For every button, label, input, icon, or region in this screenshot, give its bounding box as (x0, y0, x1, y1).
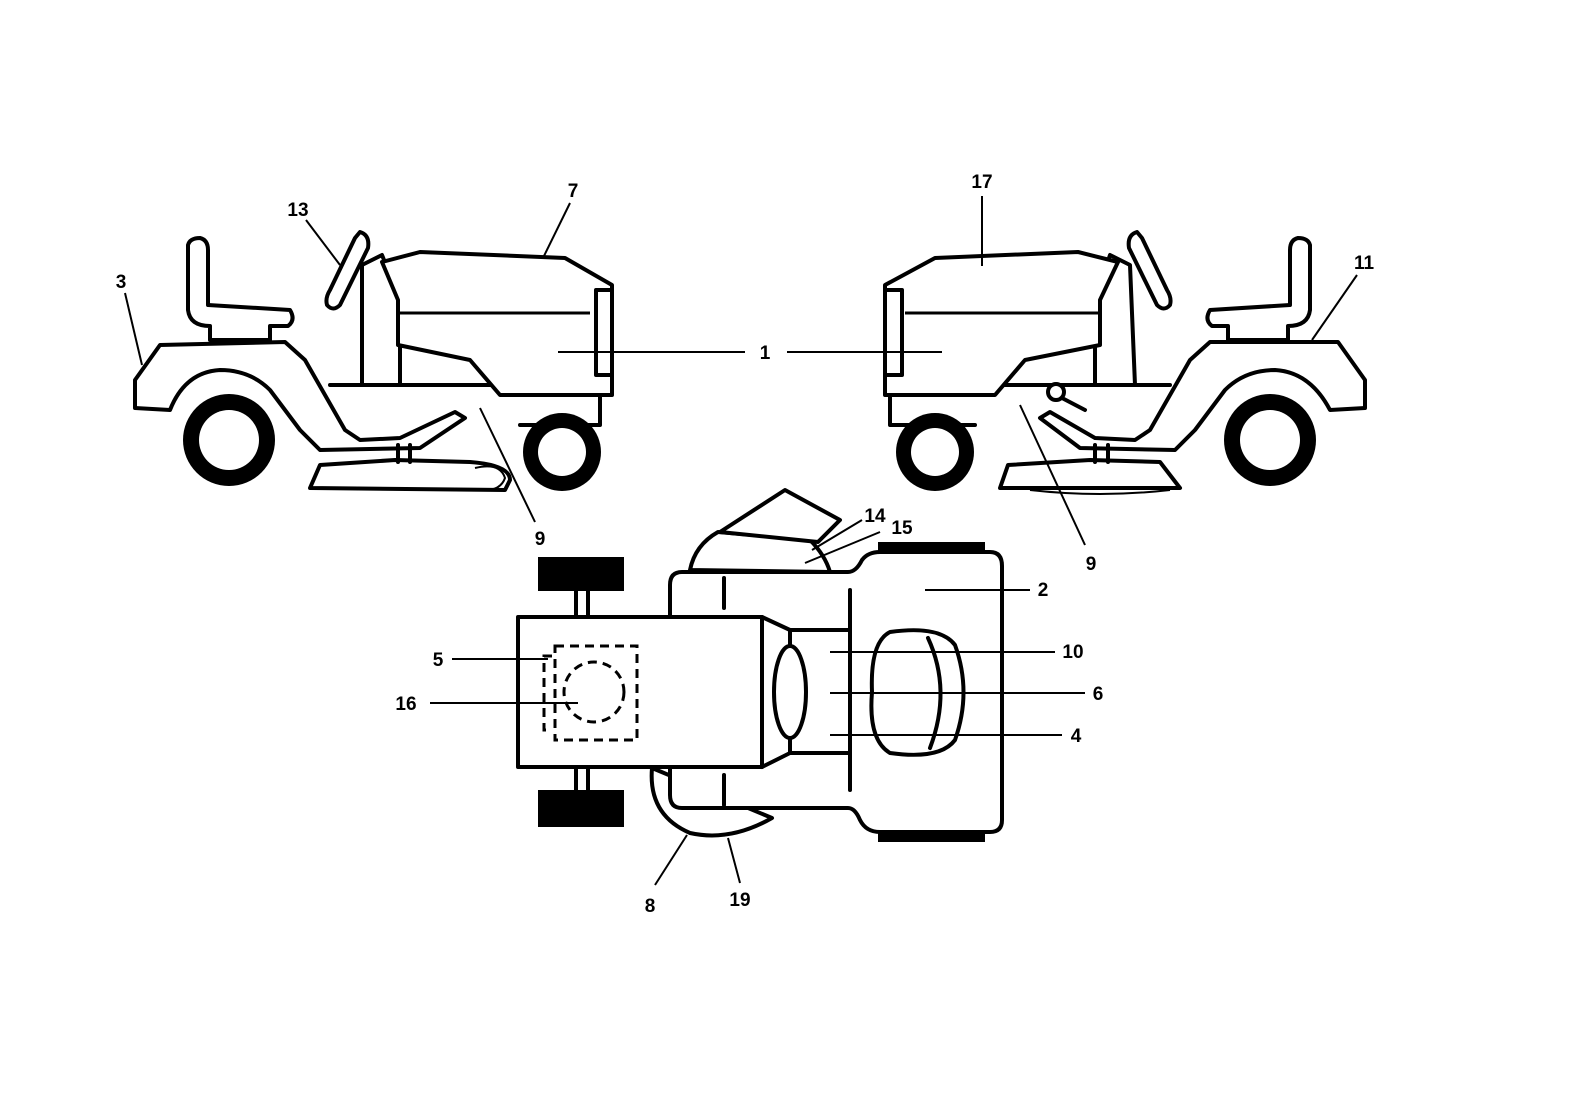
right-lift-lever (1060, 396, 1087, 412)
callout-6: 6 (1093, 684, 1104, 705)
top-column-bars (788, 628, 852, 755)
leader-lines (124, 196, 1358, 886)
right-deck-discharge (1029, 489, 1171, 495)
callout-labels: 1 2 3 4 5 6 7 8 9 9 10 11 13 14 15 16 17… (116, 172, 1375, 917)
top-front-axle (574, 589, 590, 792)
left-grille (594, 288, 614, 377)
top-engine-outline (553, 644, 639, 742)
left-rear-fender (133, 340, 467, 452)
leader-15 (804, 531, 881, 564)
callout-1: 1 (760, 343, 771, 364)
right-rear-fender (1038, 340, 1367, 452)
leader-7 (542, 202, 571, 259)
callout-4: 4 (1071, 726, 1082, 747)
leader-14 (811, 519, 863, 551)
leader-13 (305, 219, 341, 266)
left-side-view-tractor (133, 230, 614, 492)
top-discharge-chute (718, 488, 842, 544)
left-deck-hanger (396, 443, 412, 464)
callout-11: 11 (1354, 253, 1375, 274)
callout-7: 7 (568, 181, 579, 202)
callout-19: 19 (729, 890, 750, 911)
leader-11 (1311, 274, 1358, 341)
right-seat (1205, 236, 1312, 342)
callout-16: 16 (395, 694, 416, 715)
right-steering-wheel (1126, 230, 1173, 311)
callout-9-right: 9 (1086, 554, 1097, 575)
left-hood (380, 250, 614, 397)
top-front-tire-upper (538, 557, 624, 591)
leader-19 (727, 837, 741, 884)
leader-3 (124, 292, 143, 366)
callout-2: 2 (1038, 580, 1049, 601)
right-side-view-tractor (883, 230, 1367, 495)
top-view-tractor (516, 488, 1004, 842)
callout-15: 15 (891, 518, 913, 539)
left-seat (186, 236, 295, 342)
callout-14: 14 (864, 506, 886, 527)
callout-17: 17 (971, 172, 992, 193)
left-mower-deck (308, 458, 512, 492)
callout-5: 5 (433, 650, 444, 671)
top-steering-wheel (772, 644, 808, 740)
callout-9-left: 9 (535, 529, 546, 550)
top-engine-outline-side (542, 654, 552, 732)
callout-10: 10 (1062, 642, 1083, 663)
callout-13: 13 (287, 200, 308, 221)
leader-9-right (1019, 404, 1086, 546)
leader-9-left (479, 407, 536, 523)
right-lift-knob (1046, 382, 1066, 402)
top-fuel-cap-outline (562, 660, 626, 724)
top-hood (516, 615, 764, 769)
leader-8 (654, 834, 688, 886)
callout-3: 3 (116, 272, 127, 293)
right-deck-hanger (1093, 443, 1110, 464)
top-front-tire-lower (538, 790, 624, 827)
callout-8: 8 (645, 896, 656, 917)
right-grille (883, 288, 904, 377)
right-hood (883, 250, 1120, 397)
left-steering-wheel (324, 230, 371, 311)
left-deck-chute (474, 465, 507, 492)
right-mower-deck (998, 458, 1182, 490)
